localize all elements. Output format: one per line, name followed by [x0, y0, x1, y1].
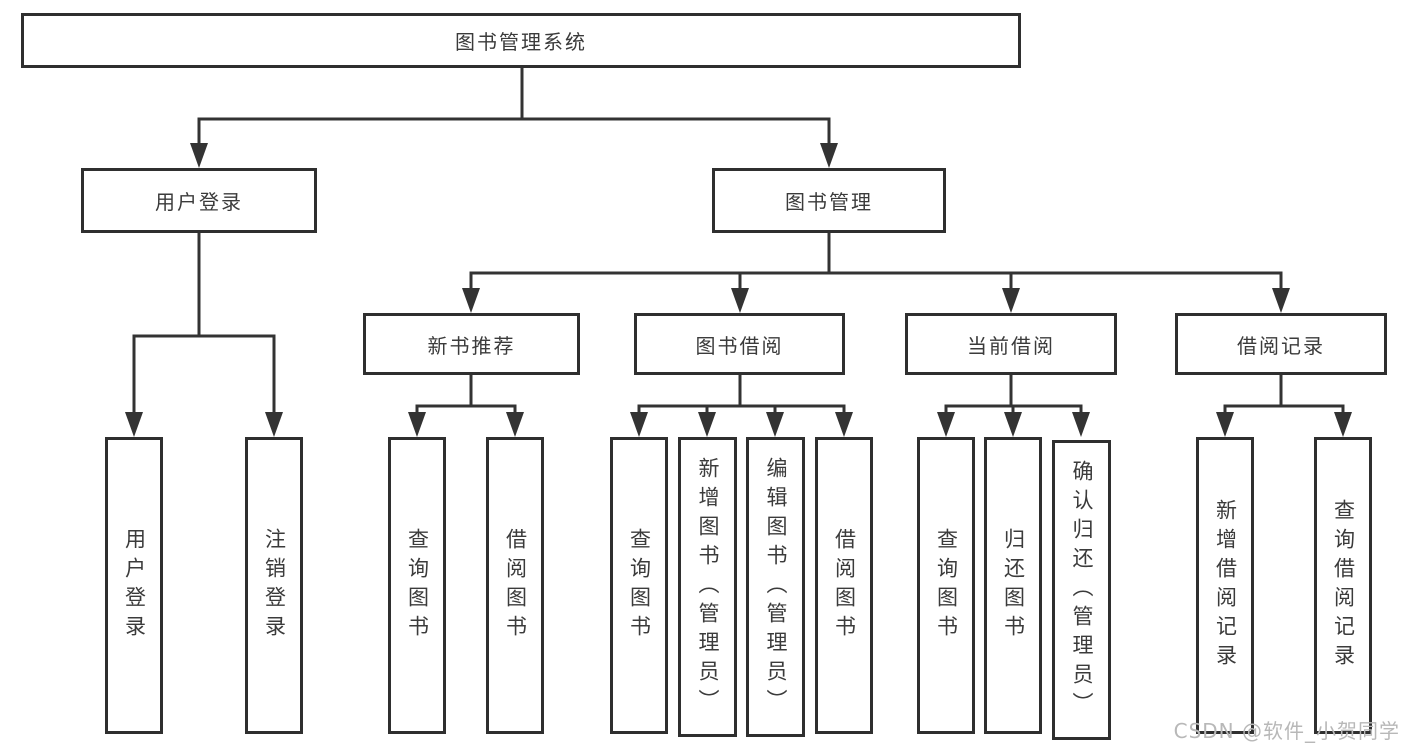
node-label: 编辑图书（管理员） [764, 456, 788, 718]
leaf-confirm-return-admin: 确认归还（管理员） [1052, 440, 1111, 740]
node-label: 用户登录 [155, 190, 243, 214]
leaf-return-books: 归还图书 [984, 437, 1042, 734]
leaf-logout: 注销登录 [245, 437, 303, 734]
leaf-add-borrow-record: 新增借阅记录 [1196, 437, 1254, 734]
node-label: 查询借阅记录 [1331, 498, 1356, 673]
node-current-borrow: 当前借阅 [905, 313, 1117, 375]
node-label: 借阅图书 [503, 527, 528, 644]
node-library-management-system: 图书管理系统 [21, 13, 1021, 68]
leaf-query-books-3: 查询图书 [917, 437, 975, 734]
node-book-borrow: 图书借阅 [634, 313, 845, 375]
node-user-login-group: 用户登录 [81, 168, 317, 233]
leaf-query-borrow-record: 查询借阅记录 [1314, 437, 1372, 734]
node-label: 用户登录 [122, 527, 147, 644]
node-label: 当前借阅 [967, 333, 1055, 358]
node-label: 注销登录 [262, 527, 287, 644]
node-label: 借阅记录 [1237, 333, 1325, 358]
leaf-query-books-1: 查询图书 [388, 437, 446, 734]
arrowheads [125, 143, 1352, 437]
node-new-book-recommend: 新书推荐 [363, 313, 580, 375]
node-label: 查询图书 [627, 527, 652, 644]
leaf-borrow-books-2: 借阅图书 [815, 437, 873, 734]
node-label: 图书借阅 [695, 333, 784, 358]
node-book-management: 图书管理 [712, 168, 946, 233]
leaf-edit-books-admin: 编辑图书（管理员） [746, 437, 805, 737]
leaf-borrow-books-1: 借阅图书 [486, 437, 544, 734]
node-label: 确认归还（管理员） [1070, 459, 1094, 721]
csdn-watermark: CSDN @软件_小贺同学 [1173, 719, 1400, 743]
node-label: 归还图书 [1001, 527, 1026, 644]
leaf-query-books-2: 查询图书 [610, 437, 668, 734]
leaf-user-login: 用户登录 [105, 437, 163, 734]
node-label: 新增借阅记录 [1213, 498, 1238, 673]
node-label: 图书管理系统 [455, 30, 587, 54]
node-label: 图书管理 [785, 190, 873, 214]
node-label: 新增图书（管理员） [696, 456, 720, 718]
node-label: 新书推荐 [427, 333, 516, 358]
node-borrow-records: 借阅记录 [1175, 313, 1387, 375]
leaf-add-books-admin: 新增图书（管理员） [678, 437, 737, 737]
node-label: 借阅图书 [832, 527, 857, 644]
node-label: 查询图书 [934, 527, 959, 644]
node-label: 查询图书 [405, 527, 430, 644]
